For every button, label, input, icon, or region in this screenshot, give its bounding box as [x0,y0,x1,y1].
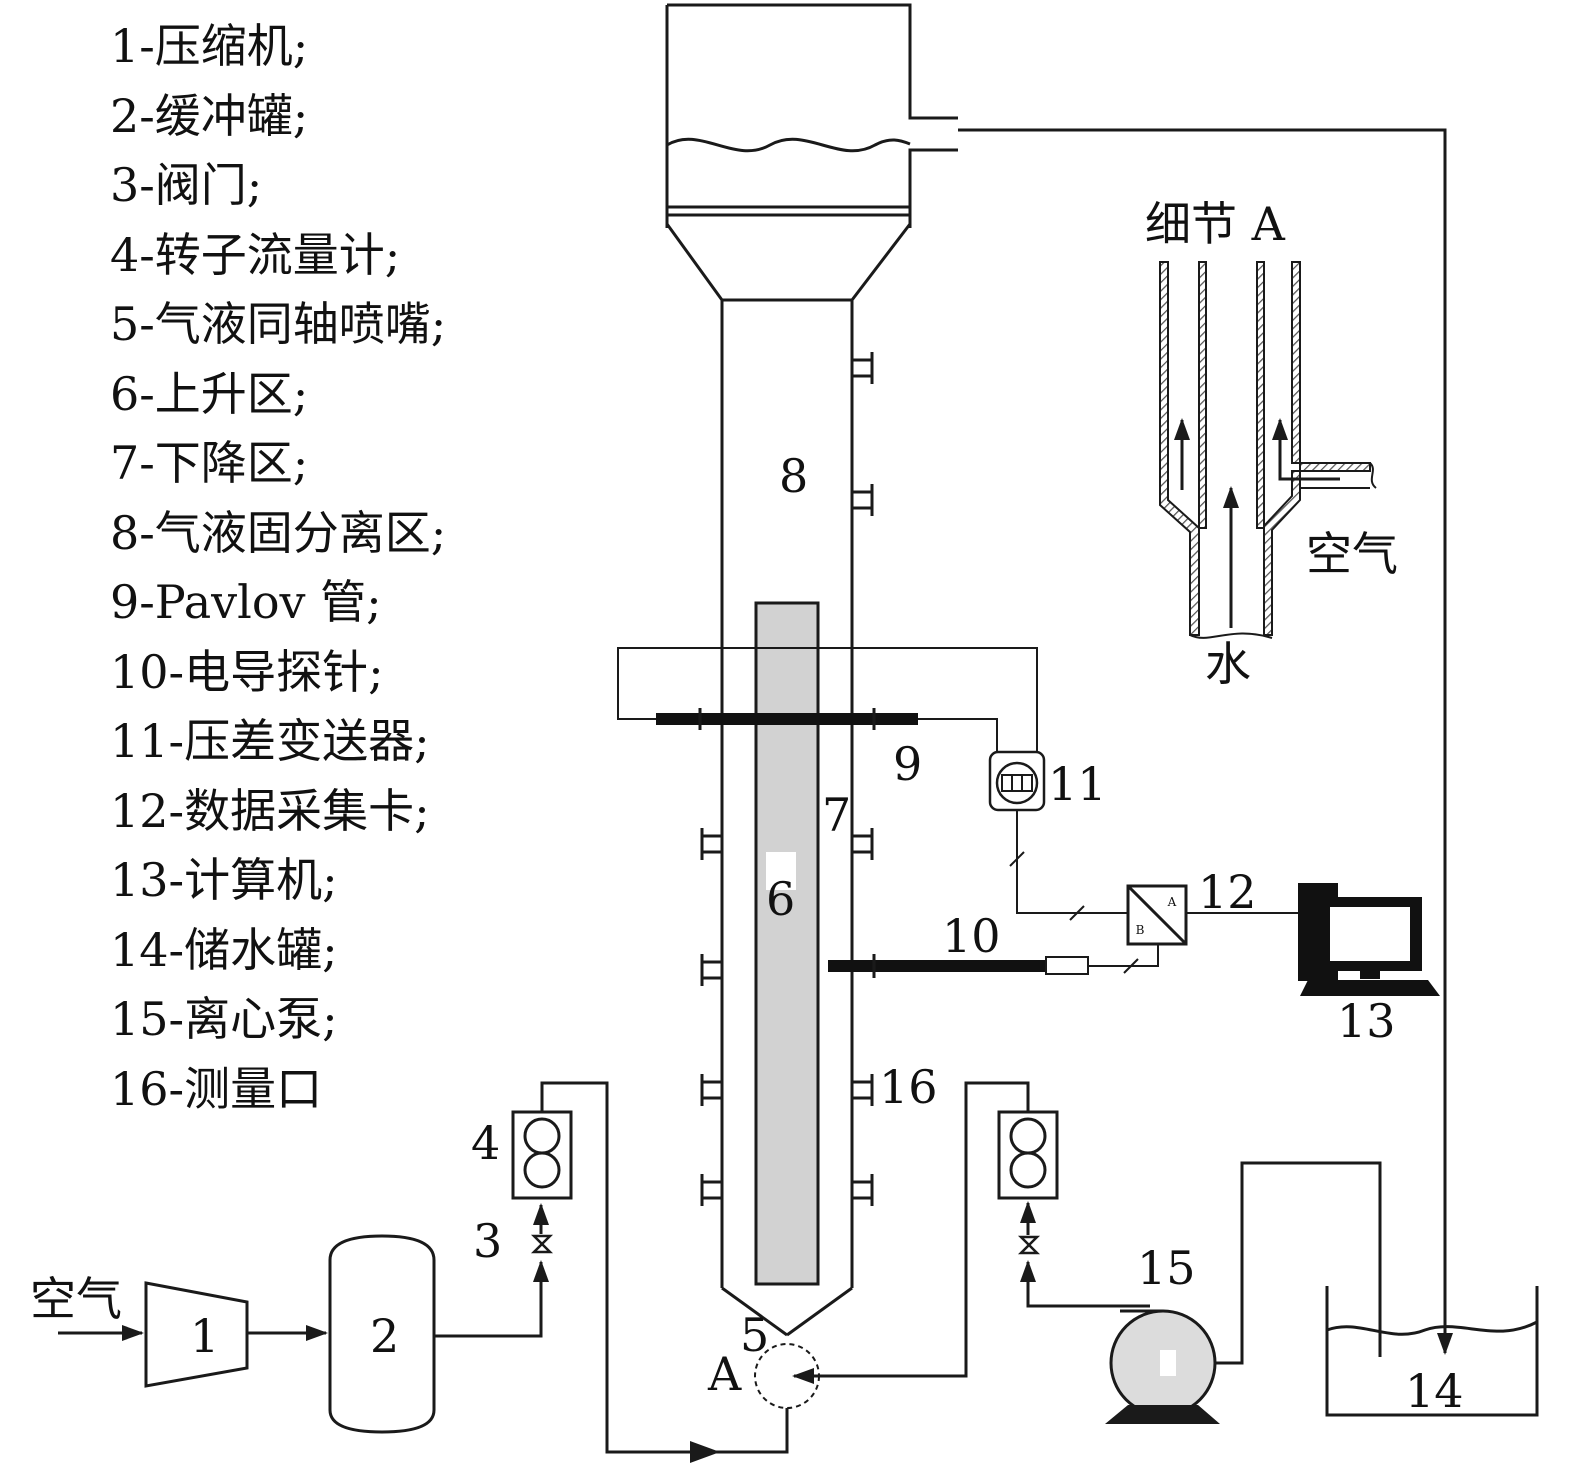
label-8: 8 [779,449,808,503]
label-15: 15 [1137,1241,1196,1295]
computer [1298,883,1440,996]
legend-item: 3-阀门; [110,158,263,212]
legend-item: 11-压差变送器; [110,714,430,768]
conductivity-probe [828,944,1159,978]
water-reservoir [1325,1286,1539,1417]
legend-item: 5-气液同轴喷嘴; [110,297,447,351]
detail-air-label: 空气 [1306,527,1398,581]
legend-item: 2-缓冲罐; [110,88,309,143]
legend-item: 12-数据采集卡; [110,783,430,838]
compressor [144,1281,249,1388]
label-16: 16 [879,1060,938,1114]
legend-item: 7-下降区; [110,436,309,490]
label-1: 1 [190,1309,219,1363]
legend-item: 9-Pavlov 管; [110,575,382,629]
legend-item: 16-测量口 [110,1061,323,1116]
water-valve [1017,1235,1041,1255]
daq-port-b: B [1136,923,1145,937]
reactor-column [665,3,958,1337]
pressure-transmitter [988,750,1128,921]
label-3: 3 [473,1214,502,1268]
detail-water-label: 水 [1205,637,1251,691]
riser-tube [754,601,820,1286]
air-valve [530,1234,554,1254]
label-A: A [707,1347,742,1401]
measurement-ports [700,352,874,1206]
label-12: 12 [1198,865,1257,919]
water-loop [792,128,1539,1424]
daq-port-a: A [1167,895,1177,909]
label-6: 6 [766,872,795,926]
legend-item: 4-转子流量计; [110,227,401,282]
legend-item: 10-电导探针; [110,644,384,699]
legend-item: 6-上升区; [110,366,309,421]
legend-item: 15-离心泵; [110,992,338,1046]
buffer-tank [328,1234,436,1434]
label-air-in: 空气 [30,1272,122,1326]
label-10: 10 [942,909,1001,963]
label-5: 5 [740,1308,769,1362]
legend-item: 8-气液固分离区; [110,505,447,560]
detail-title: 细节 A [1145,197,1286,251]
legend: 1-压缩机; 2-缓冲罐; 3-阀门; 4-转子流量计; 5-气液同轴喷嘴; 6-上升区;… [110,12,446,1124]
label-13: 13 [1337,994,1396,1048]
label-7: 7 [822,788,851,842]
legend-item: 13-计算机; [110,853,338,907]
label-11: 11 [1048,757,1107,811]
label-9: 9 [893,737,922,791]
label-4: 4 [471,1116,500,1170]
daq-card: A B [1126,884,1300,946]
nozzle-detail [1159,261,1377,639]
label-14: 14 [1405,1364,1464,1418]
legend-item: 1-压缩机; [110,19,309,73]
label-2: 2 [370,1309,399,1363]
pavlov-tube [617,647,1038,752]
legend-item: 14-储水罐; [110,922,338,977]
air-supply-line [58,1081,789,1463]
